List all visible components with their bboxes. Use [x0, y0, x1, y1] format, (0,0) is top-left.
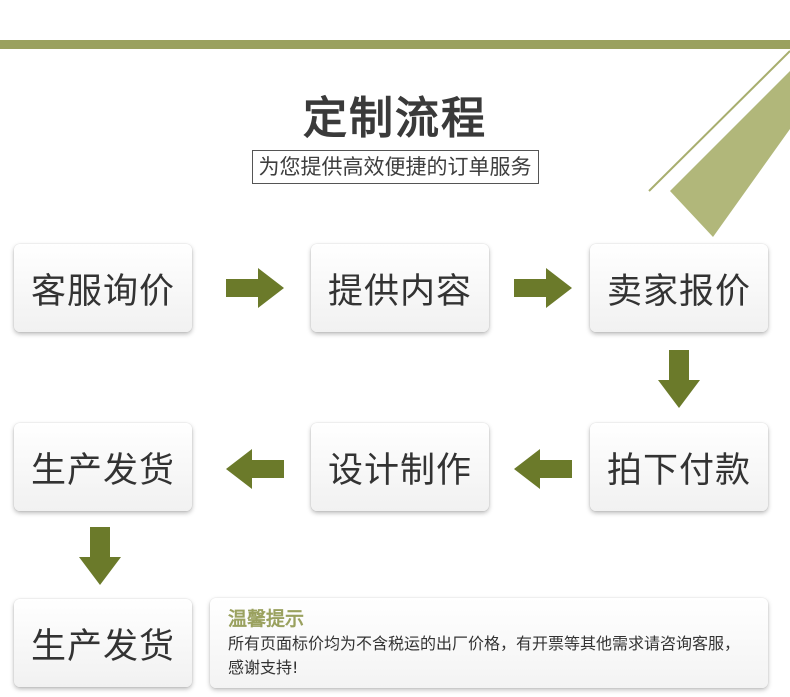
step-production-shipping: 生产发货: [14, 423, 192, 511]
arrow-down-icon: [79, 527, 121, 585]
arrow-left-icon: [514, 449, 572, 489]
top-accent-bar: [0, 40, 790, 49]
step-production-shipping-final: 生产发货: [14, 599, 192, 687]
arrow-left-icon: [226, 449, 284, 489]
page-subtitle: 为您提供高效便捷的订单服务: [251, 150, 539, 184]
step-place-order-pay: 拍下付款: [590, 423, 768, 511]
notice-text: 所有页面标价均为不含税运的出厂价格，有开票等其他需求请咨询客服，感谢支持!: [228, 634, 741, 677]
notice-title: 温馨提示: [228, 608, 305, 630]
arrow-down-icon: [658, 350, 700, 408]
notice-box: 温馨提示 所有页面标价均为不含税运的出厂价格，有开票等其他需求请咨询客服，感谢支…: [210, 598, 768, 688]
step-seller-quote: 卖家报价: [590, 244, 768, 332]
arrow-right-icon: [226, 268, 284, 308]
step-provide-content: 提供内容: [311, 244, 489, 332]
arrow-right-icon: [514, 268, 572, 308]
page-title: 定制流程: [303, 93, 487, 144]
step-design-production: 设计制作: [311, 423, 489, 511]
corner-decoration: [648, 50, 790, 237]
step-customer-service: 客服询价: [14, 244, 192, 332]
